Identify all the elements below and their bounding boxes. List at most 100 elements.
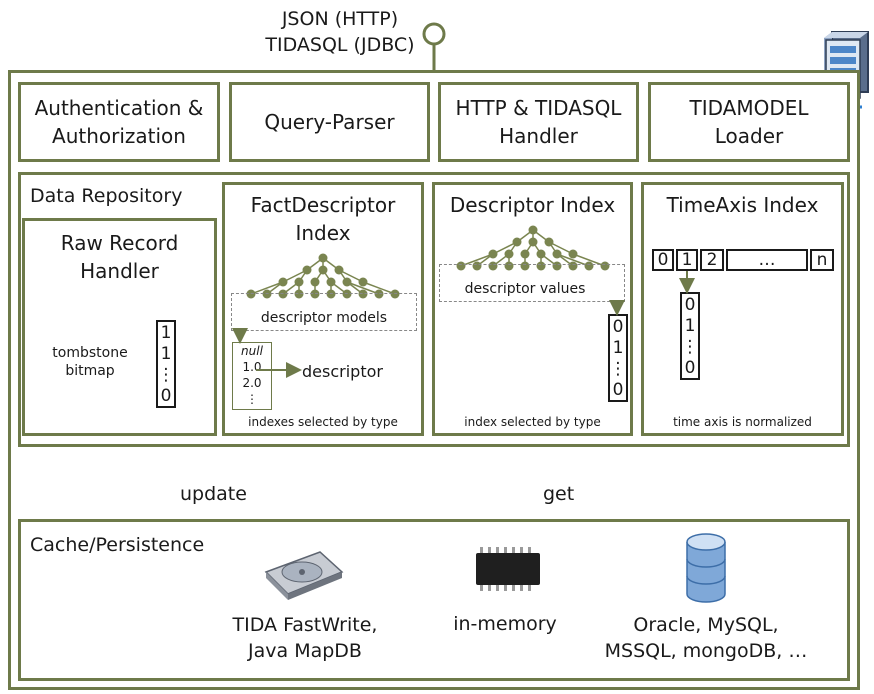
tree-node xyxy=(512,237,522,247)
http-handler-module: HTTP & TIDASQL Handler xyxy=(438,82,639,162)
interface-socket-icon xyxy=(422,22,446,46)
tree-node xyxy=(310,289,320,299)
tree-node xyxy=(544,237,554,247)
bit: 1 xyxy=(160,322,172,343)
tree-node xyxy=(520,261,530,271)
tree-node xyxy=(326,289,336,299)
timeaxis-cell: 1 xyxy=(676,249,698,271)
descriptor-models-label: descriptor models xyxy=(260,310,388,326)
fact-descriptor-index xyxy=(222,182,424,436)
descriptor-arrow-label: descriptor xyxy=(302,362,383,381)
tree-node xyxy=(358,289,368,299)
tree-node xyxy=(504,261,514,271)
update-label: update xyxy=(180,483,247,505)
tree-node xyxy=(326,277,336,287)
timeaxis-cell: … xyxy=(726,249,808,271)
timeaxis-index xyxy=(641,182,844,436)
interface-json: JSON (HTTP) xyxy=(281,8,399,30)
tree-node xyxy=(342,289,352,299)
in-memory-label: in-memory xyxy=(453,613,557,635)
descriptor-index-title: Descriptor Index xyxy=(449,193,616,217)
tree-node xyxy=(536,261,546,271)
tree-node xyxy=(246,289,256,299)
tree-node xyxy=(472,261,482,271)
tree-node xyxy=(504,249,514,259)
fact-descriptor-title-line2: Index xyxy=(295,221,351,245)
query-parser-label: Query-Parser xyxy=(264,110,395,134)
tree-node xyxy=(342,277,352,287)
databases-line2: MSSQL, mongoDB, … xyxy=(604,640,808,662)
tree-node xyxy=(278,289,288,299)
auth-line2: Authorization xyxy=(52,124,186,148)
fact-descriptor-caption: indexes selected by type xyxy=(248,415,398,429)
tombstone-line2: bitmap xyxy=(65,363,115,379)
tree-node xyxy=(584,261,594,271)
cache-title: Cache/Persistence xyxy=(30,534,205,556)
tree-node xyxy=(374,289,384,299)
hard-drive-icon xyxy=(264,551,344,600)
interface-tidasql: TIDASQL (JDBC) xyxy=(265,34,415,56)
timeaxis-cell: n xyxy=(810,249,834,271)
tombstone-line1: tombstone xyxy=(52,345,128,361)
bit: 0 xyxy=(160,385,172,406)
descriptor-values-frame xyxy=(439,264,625,302)
bit: 1 xyxy=(160,343,172,364)
descriptor-bitmap: 0 1 ⋮ 0 xyxy=(608,314,628,402)
tree-node xyxy=(600,261,610,271)
tree-node xyxy=(262,289,272,299)
tree-node xyxy=(568,249,578,259)
bit: 1 xyxy=(612,337,624,358)
http-handler-line2: Handler xyxy=(499,124,578,148)
descriptor-list-item: 1.0 xyxy=(242,360,262,374)
databases-label: Oracle, MySQL, MSSQL, mongoDB, … xyxy=(590,610,822,666)
tree-node xyxy=(456,261,466,271)
timeaxis-cell: 0 xyxy=(652,249,674,271)
tree-node xyxy=(528,237,538,247)
descriptor-index-caption: index selected by type xyxy=(464,415,601,429)
descriptor-list: null 1.0 2.0 ⋮ xyxy=(232,342,272,410)
bit: ⋮ xyxy=(609,358,627,379)
descriptor-model-tree xyxy=(246,253,400,299)
raw-record-title-line2: Handler xyxy=(80,259,159,283)
tree-node xyxy=(302,265,312,275)
bit: 0 xyxy=(612,379,624,400)
fastwrite-line1: TIDA FastWrite, xyxy=(232,614,378,636)
tombstone-bitmap: 1 1 ⋮ 0 xyxy=(156,320,176,408)
bit: ⋮ xyxy=(681,336,699,357)
data-repository-title: Data Repository xyxy=(30,185,183,207)
descriptor-models-frame xyxy=(231,293,417,331)
tree-node xyxy=(358,277,368,287)
databases-line1: Oracle, MySQL, xyxy=(633,614,779,636)
tree-node xyxy=(390,289,400,299)
get-label: get xyxy=(543,483,575,505)
timeaxis-bitmap: 0 1 ⋮ 0 xyxy=(680,292,700,380)
descriptor-values-label: descriptor values xyxy=(464,281,586,297)
tree-node xyxy=(278,277,288,287)
tree-node xyxy=(552,249,562,259)
bit: 0 xyxy=(684,357,696,378)
database-icon xyxy=(686,533,726,603)
raw-record-handler xyxy=(22,218,217,436)
tidamodel-loader-module: TIDAMODEL Loader xyxy=(648,82,850,162)
tree-node xyxy=(536,249,546,259)
memory-chip-icon xyxy=(476,547,540,591)
tree-node xyxy=(334,265,344,275)
tidamodel-line1: TIDAMODEL xyxy=(689,96,809,120)
tree-edge xyxy=(346,281,380,295)
descriptor-index xyxy=(432,182,633,436)
auth-line1: Authentication & xyxy=(34,96,204,120)
raw-record-title-line1: Raw Record xyxy=(60,231,179,255)
raw-record-title: Raw Record Handler xyxy=(22,228,217,286)
auth-module: Authentication & Authorization xyxy=(18,82,220,162)
descriptor-list-null: null xyxy=(241,344,263,358)
bit: 0 xyxy=(684,294,696,315)
tree-node xyxy=(318,253,328,263)
tidamodel-line2: Loader xyxy=(714,124,784,148)
descriptor-list-item: ⋮ xyxy=(246,392,258,406)
tree-node xyxy=(528,225,538,235)
bit: 1 xyxy=(684,315,696,336)
tree-edge xyxy=(250,281,284,295)
tree-node xyxy=(568,261,578,271)
query-parser-module: Query-Parser xyxy=(229,82,430,162)
tree-node xyxy=(520,249,530,259)
